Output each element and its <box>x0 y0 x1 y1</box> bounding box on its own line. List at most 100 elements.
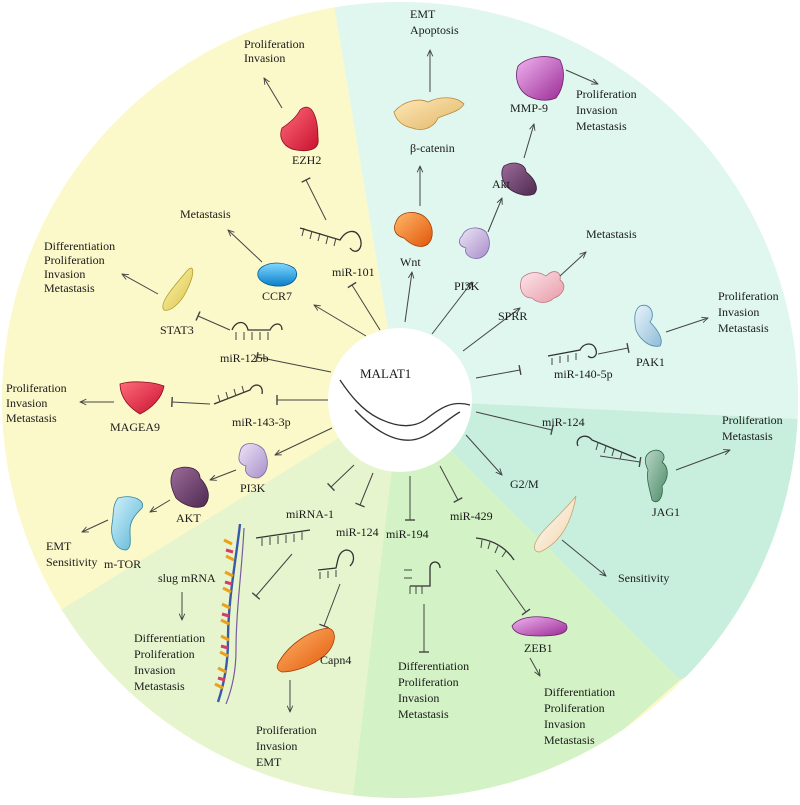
arrow-wnt <box>404 272 412 323</box>
mir143-rna-icon <box>213 384 263 405</box>
bcatenin-outcome-1: EMT <box>410 7 436 21</box>
arrow-g2m-outcome <box>561 539 606 576</box>
mmp9-outcome-3: Metastasis <box>576 119 627 133</box>
mmp9-outcome-2: Invasion <box>576 103 617 117</box>
pi3k-top-protein-icon <box>458 227 490 259</box>
mtor-outcome-2: Sensitivity <box>46 555 97 569</box>
mir429-label: miR-429 <box>450 509 493 523</box>
arrow-mtor-outcome <box>82 519 109 532</box>
mirna1-label: miRNA-1 <box>286 507 334 521</box>
center-circle <box>328 328 472 472</box>
inhibit-line-capn4 <box>319 583 341 629</box>
arrow-ccr7-outcome <box>228 230 263 263</box>
mir101-strand-ticks <box>301 227 337 247</box>
arrow-ccr7 <box>314 305 367 337</box>
slug-outcome-4: Metastasis <box>134 679 185 693</box>
mir194-outcome-2: Proliferation <box>398 675 459 689</box>
node-g2m: G2/M Sensitivity <box>510 477 669 585</box>
jag1-outcome-1: Proliferation <box>722 413 783 427</box>
mir194-outcome-1: Differentiation <box>398 659 469 673</box>
mir140-rna-icon <box>547 343 598 359</box>
pi3k-left-label: PI3K <box>240 481 266 495</box>
inhibit-line-mir101 <box>347 281 381 331</box>
sprr-protein-icon <box>520 271 565 303</box>
node-stat3: STAT3 Differentiation Proliferation Inva… <box>44 239 194 337</box>
pak1-outcome-1: Proliferation <box>718 289 779 303</box>
arrow-sprr <box>462 308 520 352</box>
ezh2-outcome-2: Invasion <box>244 51 285 65</box>
arrow-akt-left <box>210 469 237 480</box>
magea9-outcome-1: Proliferation <box>6 381 67 395</box>
mir140-strand-ticks <box>551 353 577 365</box>
capn4-outcome-2: Invasion <box>256 739 297 753</box>
sector-teal <box>400 400 798 680</box>
mirna1-strand-ticks <box>261 532 303 546</box>
node-pi3k-top: PI3K <box>454 198 502 293</box>
malat1-rna-icon <box>339 379 471 427</box>
mtor-label: m-TOR <box>104 557 141 571</box>
inhibit-line-magea9 <box>171 396 211 408</box>
akt-top-label: Akt <box>492 177 511 191</box>
slug-mrna-bases-alt-icon <box>217 548 234 682</box>
mmp9-protein-icon <box>516 56 564 101</box>
node-pak1: PAK1 Proliferation Invasion Metastasis <box>634 289 779 369</box>
slug-label: slug mRNA <box>158 571 216 585</box>
ccr7-protein-icon <box>257 262 298 287</box>
mir194-label: miR-194 <box>386 527 429 541</box>
akt-left-protein-icon <box>170 466 209 508</box>
node-magea9: MAGEA9 Proliferation Invasion Metastasis <box>6 381 165 434</box>
mir143-strand-ticks <box>217 385 245 403</box>
mir194-outcome-3: Invasion <box>398 691 439 705</box>
node-ccr7: CCR7 Metastasis <box>180 207 298 303</box>
stat3-label: STAT3 <box>160 323 194 337</box>
node-mir124-bottom: miR-124 <box>317 525 379 629</box>
mir124-right-label: miR-124 <box>542 415 585 429</box>
akt-left-label: AKT <box>176 511 201 525</box>
inhibit-line-mir140 <box>475 364 522 379</box>
inhibit-line-pak1 <box>597 342 630 355</box>
mir429-strand-ticks <box>480 539 507 558</box>
mir101-rna-icon <box>299 227 362 252</box>
node-mir125b: miR-125b <box>195 311 283 365</box>
inhibit-line-stat3 <box>195 311 231 331</box>
zeb1-outcome-3: Invasion <box>544 717 585 731</box>
bcatenin-label: β-catenin <box>410 141 455 155</box>
mir125b-rna-icon <box>231 321 283 331</box>
mir125b-strand-ticks <box>235 332 269 340</box>
arrow-akt-top <box>487 198 502 233</box>
bcatenin-protein-icon <box>393 97 465 130</box>
mir124-bottom-rna-icon <box>317 549 355 571</box>
jag1-label: JAG1 <box>652 505 680 519</box>
zeb1-outcome-4: Metastasis <box>544 733 595 747</box>
zeb1-label: ZEB1 <box>524 641 553 655</box>
inhibit-line-mir124-bottom <box>355 472 374 508</box>
pak1-outcome-3: Metastasis <box>718 321 769 335</box>
inhibit-line-mir124-right <box>475 411 554 436</box>
node-bcatenin: β-catenin EMT Apoptosis <box>393 7 465 155</box>
ezh2-label: EZH2 <box>292 153 321 167</box>
mir194-rna-icon <box>410 561 441 587</box>
arrow-mmp9-outcome <box>565 69 598 84</box>
mmp9-label: MMP-9 <box>510 101 548 115</box>
magea9-outcome-2: Invasion <box>6 396 47 410</box>
wnt-protein-icon <box>394 212 433 247</box>
magea9-outcome-3: Metastasis <box>6 411 57 425</box>
mirna1-rna-icon <box>255 529 311 539</box>
mir429-rna-icon <box>475 537 515 561</box>
zeb1-outcome-1: Differentiation <box>544 685 615 699</box>
akt-top-protein-icon <box>501 162 537 196</box>
slug-outcome-2: Proliferation <box>134 647 195 661</box>
sprr-outcome-1: Metastasis <box>586 227 637 241</box>
node-mir101: miR-101 <box>299 177 375 279</box>
mir194-strand-ticks <box>404 569 423 594</box>
zeb1-protein-icon <box>511 616 568 637</box>
capn4-protein-icon <box>276 627 335 673</box>
node-sprr: SPRR Metastasis <box>498 227 637 323</box>
inhibit-line-mir429 <box>439 465 463 503</box>
capn4-outcome-3: EMT <box>256 755 282 769</box>
node-mtor: m-TOR EMT Sensitivity <box>46 496 144 571</box>
mtor-protein-icon <box>111 496 144 551</box>
g2m-shape-icon <box>534 495 577 553</box>
